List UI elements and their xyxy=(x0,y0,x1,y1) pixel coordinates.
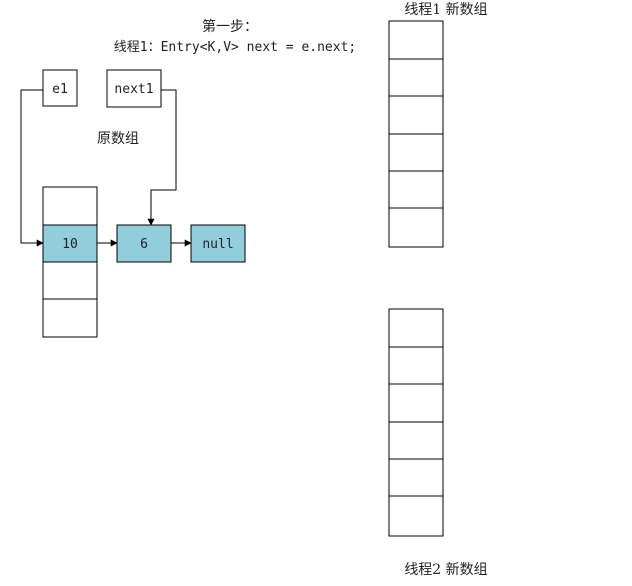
thread2-array-slot xyxy=(388,421,444,460)
thread2-array-slot xyxy=(388,458,444,497)
thread1-array-slot xyxy=(388,95,444,135)
thread2-array-slot xyxy=(388,383,444,423)
original-array: 10 xyxy=(42,186,98,338)
thread2-array-label: 线程2 新数组 xyxy=(404,562,487,578)
original-array-slot xyxy=(42,298,98,338)
node-6: 6 xyxy=(116,224,172,263)
e1-label: e1 xyxy=(52,82,68,97)
next1-label: next1 xyxy=(114,82,153,97)
next1-pointer: next1 xyxy=(106,69,162,108)
thread2-array-slot xyxy=(388,308,444,348)
original-array-label: 原数组 xyxy=(97,131,139,147)
code-caption: 线程1：Entry<K,V> next = e.next; xyxy=(114,40,357,55)
e1-pointer: e1 xyxy=(42,69,78,107)
thread1-array-slot xyxy=(388,20,444,60)
node-6-label: 6 xyxy=(140,237,148,252)
thread1-array-slot xyxy=(388,58,444,97)
thread1-array-slot xyxy=(388,207,444,248)
null-node: null xyxy=(190,224,246,263)
original-array-slot xyxy=(42,261,98,300)
next1-to-node-6-arrow xyxy=(147,89,177,226)
thread1-array-label: 线程1 新数组 xyxy=(404,2,487,18)
thread2-array-slot xyxy=(388,495,444,537)
thread2-new-array xyxy=(388,308,444,537)
thread1-new-array xyxy=(388,20,444,248)
thread1-array-slot xyxy=(388,170,444,209)
thread1-array-slot xyxy=(388,133,444,172)
node-10-label: 10 xyxy=(62,237,78,252)
original-array-slot xyxy=(42,186,98,226)
thread2-array-slot xyxy=(388,346,444,385)
e1-to-node-10-arrow xyxy=(20,89,44,247)
step-caption: 第一步： xyxy=(202,18,258,35)
null-node-label: null xyxy=(202,237,233,252)
